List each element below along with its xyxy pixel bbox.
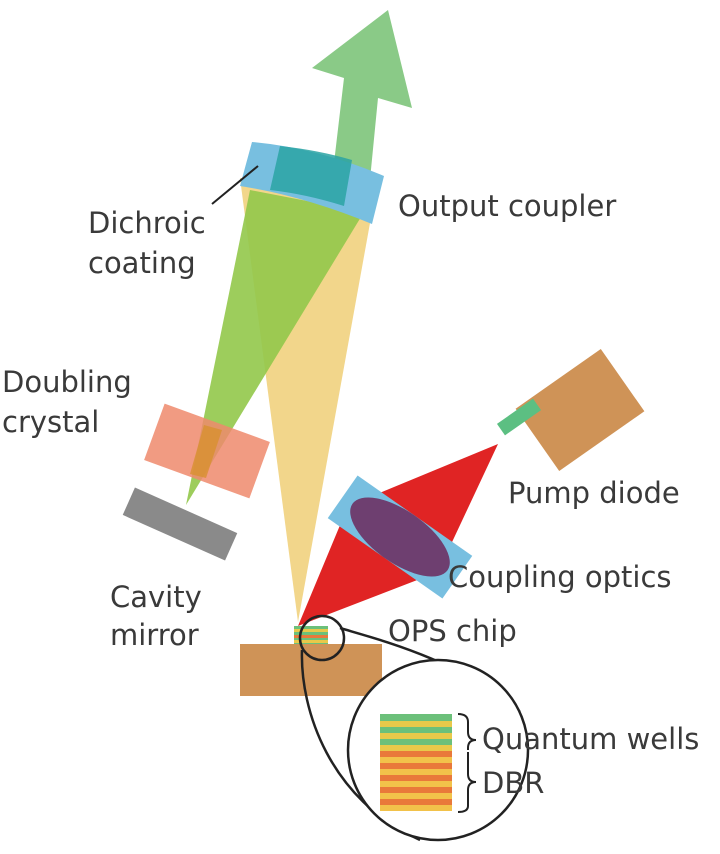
- doubling-crystal-label-1: Doubling: [2, 365, 132, 399]
- cavity-mirror-label-1: Cavity: [110, 580, 202, 614]
- dichroic-coating-label-2: coating: [88, 246, 196, 280]
- cavity-mirror: [122, 487, 238, 561]
- dbr-brace: [457, 752, 477, 813]
- crystal-beam-overlap: [190, 425, 222, 478]
- quantum-wells-brace: [457, 713, 477, 750]
- cavity-mirror-label-2: mirror: [110, 618, 199, 652]
- quantum-wells-label: Quantum wells: [482, 722, 699, 756]
- output-coupler-label: Output coupler: [398, 189, 616, 223]
- dichroic-coating-label-1: Dichroic: [88, 206, 206, 240]
- dichroic-leader-line: [211, 165, 259, 205]
- coupling-optics-label: Coupling optics: [448, 560, 672, 594]
- output-coupler-center: [270, 146, 352, 206]
- doubling-crystal-label-2: crystal: [2, 405, 99, 439]
- layer-stack: [380, 714, 452, 811]
- chip-zoom-circle: [298, 614, 346, 662]
- output-beam-arrow: [272, 10, 412, 200]
- dbr-label: DBR: [482, 766, 544, 800]
- pump-diode-emitter: [496, 398, 542, 436]
- pump-diode-label: Pump diode: [508, 476, 680, 510]
- coupling-lens: [350, 497, 450, 577]
- green-harmonic-beam: [186, 190, 364, 505]
- chip-mount: [240, 644, 382, 696]
- ops-chip-label: OPS chip: [388, 614, 517, 648]
- pump-diode-body: [515, 349, 645, 471]
